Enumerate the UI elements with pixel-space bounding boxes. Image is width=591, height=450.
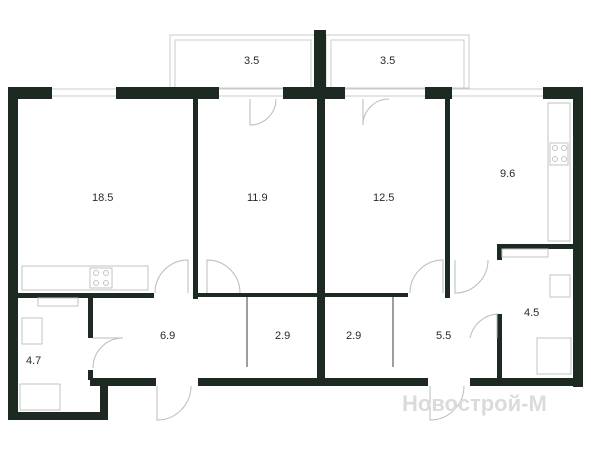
walls (8, 30, 583, 420)
area-room-right: 9.6 (500, 168, 515, 180)
area-closet-left: 2.9 (275, 330, 290, 342)
light-partitions (246, 297, 394, 367)
area-corridor-right: 5.5 (436, 330, 451, 342)
area-balcony-left: 3.5 (244, 55, 259, 67)
area-hall: 6.9 (160, 330, 175, 342)
doors (92, 98, 498, 421)
area-room-large: 18.5 (92, 192, 113, 204)
area-balcony-right: 3.5 (380, 55, 395, 67)
area-closet-right: 2.9 (346, 330, 361, 342)
fixtures (19, 102, 572, 411)
room-labels: 3.5 3.5 18.5 11.9 12.5 9.6 6.9 2.9 2.9 5… (26, 55, 539, 367)
watermark-text: Новострой-М (402, 391, 547, 416)
balcony-outlines (169, 34, 470, 89)
windows (52, 88, 543, 97)
area-bath-right: 4.5 (524, 307, 539, 319)
area-bath-left: 4.7 (26, 355, 41, 367)
area-room-middle-left: 11.9 (247, 192, 268, 204)
area-room-middle-right: 12.5 (373, 192, 394, 204)
